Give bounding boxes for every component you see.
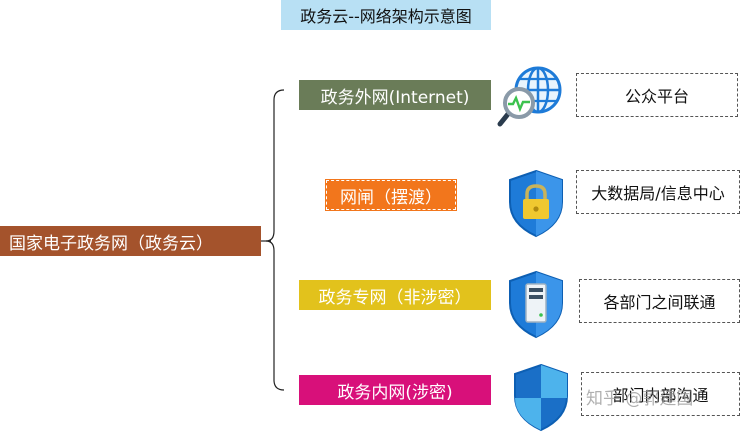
shield-server-icon [509, 270, 563, 339]
description-internal-communication: 部门内部沟通 [581, 372, 740, 416]
description-data-center: 大数据局/信息中心 [576, 170, 740, 214]
diagram-title: 政务云--网络架构示意图 [281, 0, 491, 30]
shield-icon [514, 363, 568, 432]
node-internal-network: 政务内网(涉密) [299, 375, 491, 405]
node-dedicated-network: 政务专网（非涉密） [299, 280, 491, 310]
root-node: 国家电子政务网（政务云） [0, 226, 261, 256]
node-external-network: 政务外网(Internet) [299, 80, 491, 110]
watermark: 知乎 @郭建国 [586, 389, 694, 409]
description-public-platform: 公众平台 [576, 73, 738, 117]
shield-lock-icon [509, 169, 563, 238]
bracket-line [265, 89, 285, 391]
node-gatekeeper: 网闸（摆渡） [325, 179, 457, 211]
description-interdepartment: 各部门之间联通 [579, 279, 740, 323]
globe-search-icon [497, 66, 562, 127]
